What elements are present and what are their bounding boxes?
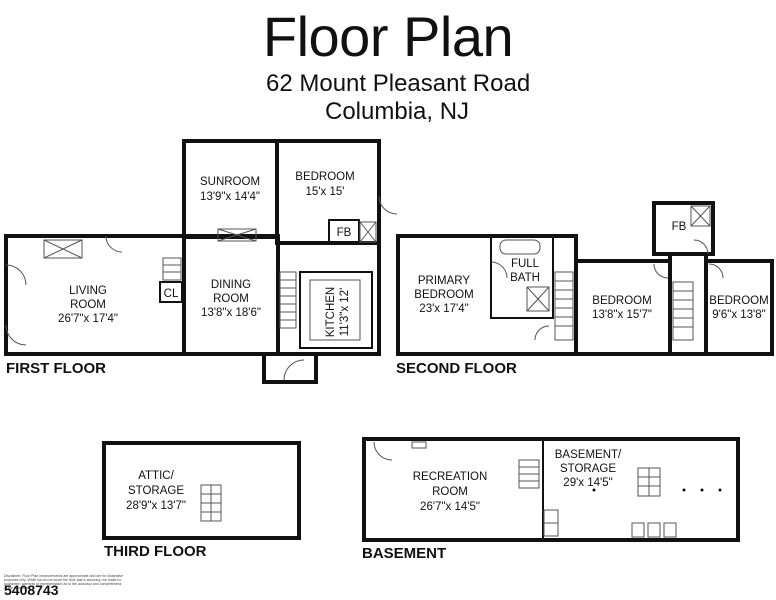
fb-walls (328, 219, 360, 245)
basement-plan (362, 437, 740, 542)
door-swing-icon (708, 263, 724, 279)
door-swing-icon (105, 235, 123, 253)
third-floor-label: THIRD FLOOR (104, 543, 207, 560)
bedroom-2-label: BEDROOM (592, 295, 651, 307)
basement-walls (362, 437, 740, 542)
door-swing-icon (653, 263, 669, 279)
fb-label: FB (337, 227, 352, 239)
first-floor-stairs (162, 257, 297, 329)
hall-walls (668, 252, 708, 356)
basement-storage-dimensions: 29'x 14'5" (563, 477, 612, 489)
shower-fixture (359, 221, 377, 243)
bedroom-3-walls (704, 259, 774, 356)
page-title: Floor Plan (262, 5, 514, 68)
fireplace-icon (217, 228, 257, 242)
door-swing-icon (283, 359, 305, 381)
primary-bedroom-dimensions: 23'x 17'4" (419, 303, 468, 315)
third-floor-plan (102, 441, 301, 540)
attic-label-2: STORAGE (128, 485, 184, 497)
first-floor-plan (4, 139, 398, 384)
door-swing-icon (5, 324, 27, 346)
living-room-label-1: LIVING (69, 285, 107, 297)
attic-walls (102, 441, 301, 540)
primary-bedroom-label-1: PRIMARY (418, 275, 471, 287)
kitchen-counter (299, 271, 373, 349)
second-floor-label: SECOND FLOOR (396, 360, 517, 377)
door-swing-icon (378, 195, 398, 215)
address-line-1: 62 Mount Pleasant Road (266, 70, 531, 97)
listing-id: 5408743 (4, 582, 59, 598)
basement-storage-label-2: STORAGE (560, 463, 616, 475)
bedroom-2-walls (574, 259, 672, 356)
bathtub-fixture (499, 239, 541, 255)
door-swing-icon (534, 325, 550, 341)
dining-room-label-2: ROOM (213, 293, 249, 305)
sunroom-label: SUNROOM (200, 176, 260, 188)
first-floor-label: FIRST FLOOR (6, 360, 106, 377)
recreation-room-label-2: ROOM (432, 486, 468, 498)
full-bath-label-2: BATH (510, 272, 540, 284)
full-bath-label-1: FULL (511, 258, 540, 270)
recreation-room-dimensions: 26'7"x 14'5" (420, 501, 480, 513)
fireplace-icon (43, 239, 83, 259)
kitchen-dimensions: 11'3"x 12' (339, 288, 351, 337)
shower-fixture (690, 205, 711, 227)
closet-walls (159, 281, 183, 303)
dining-room-label-1: DINING (211, 279, 251, 291)
door-swing-icon (693, 239, 709, 255)
door-swing-icon (490, 261, 508, 279)
kitchen-label: KITCHEN (325, 287, 337, 337)
sunroom-walls (182, 139, 279, 239)
living-room-dimensions: 26'7"x 17'4" (58, 313, 118, 325)
shower-fixture (526, 286, 550, 312)
sunroom-dimensions: 13'9"x 14'4" (200, 191, 260, 203)
primary-bedroom-label-2: BEDROOM (414, 289, 473, 301)
address-line-2: Columbia, NJ (325, 98, 470, 125)
living-room-label-2: ROOM (70, 299, 106, 311)
door-swing-icon (373, 441, 393, 461)
closet-label: CL (164, 288, 179, 300)
second-floor-plan (396, 201, 774, 356)
bedroom-3-label: BEDROOM (709, 295, 768, 307)
dining-room-dimensions: 13'8"x 18'6" (201, 307, 261, 319)
second-floor-stairs (554, 271, 694, 341)
fb-2-walls (652, 201, 715, 256)
disclaimer-text: Disclaimer: Floor Plan measurements are … (4, 574, 124, 590)
bedroom-3-dimensions: 9'6"x 13'8" (712, 309, 765, 321)
basement-storage-label-1: BASEMENT/ (555, 449, 622, 461)
recreation-room-label-1: RECREATION (413, 471, 488, 483)
full-bath-walls (490, 235, 554, 319)
basement-label: BASEMENT (362, 545, 446, 562)
bedroom-2-dimensions: 13'8"x 15'7" (592, 309, 652, 321)
attic-label-1: ATTIC/ (138, 470, 174, 482)
bedroom-dimensions: 15'x 15' (306, 186, 345, 198)
entry-walls (262, 352, 318, 384)
bedroom-label: BEDROOM (295, 171, 354, 183)
attic-dimensions: 28'9"x 13'7" (126, 500, 186, 512)
fb-2-label: FB (672, 221, 687, 233)
door-swing-icon (5, 264, 27, 286)
